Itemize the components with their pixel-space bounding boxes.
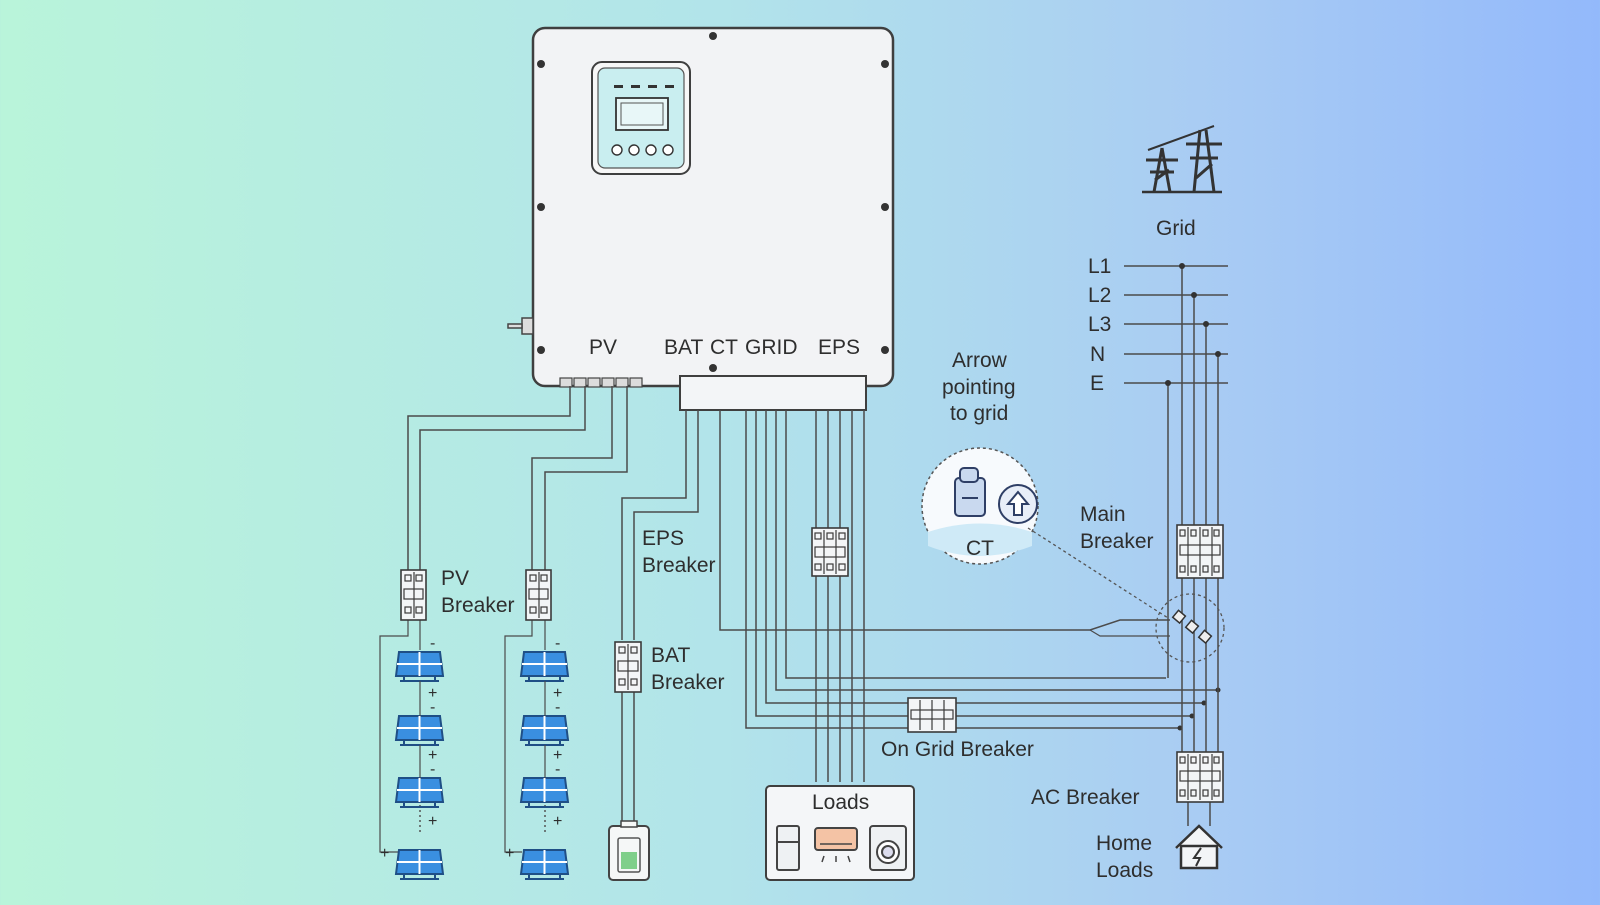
- grid-line-l1: L1: [1088, 255, 1111, 278]
- ac-breaker-label: AC Breaker: [1031, 786, 1140, 809]
- home-icon: [1175, 824, 1223, 870]
- plus-mark: +: [553, 813, 562, 830]
- plus-mark: +: [428, 685, 437, 702]
- pv-breaker-label-line1: PV: [441, 567, 469, 590]
- arrow-note-line1: Arrow: [952, 349, 1008, 372]
- solar-panel-icon: [395, 651, 444, 682]
- polarity-marks-string-2: - + - + - + +: [505, 635, 562, 862]
- washing-machine-icon: [869, 825, 907, 871]
- solar-panel-icon: [520, 849, 569, 880]
- power-tower-icon: [1142, 125, 1222, 194]
- arrow-note-line3: to grid: [950, 402, 1008, 425]
- on-grid-breaker: [907, 697, 957, 733]
- loads-box: [765, 785, 915, 881]
- main-breaker: [1176, 524, 1224, 579]
- bat-eps-wiring: [621, 410, 1170, 826]
- solar-panel-icon: [395, 715, 444, 746]
- home-loads-line1: Home: [1096, 832, 1152, 855]
- grid-label: Grid: [1156, 217, 1196, 240]
- bat-breaker: [614, 641, 642, 693]
- plus-mark: +: [380, 845, 389, 862]
- solar-panel-icon: [520, 651, 569, 682]
- grid-wiring: [745, 410, 1221, 782]
- on-grid-breaker-label: On Grid Breaker: [881, 738, 1034, 761]
- port-label-grid: GRID: [745, 336, 798, 359]
- grid-line-l3: L3: [1088, 313, 1111, 336]
- polarity-marks-string-1: - + - + - + +: [380, 635, 437, 862]
- air-conditioner-icon: [814, 827, 858, 863]
- arrow-up-icon: [998, 484, 1038, 524]
- solar-panel-icon: [520, 777, 569, 808]
- inverter-display: [591, 61, 691, 175]
- plus-mark: +: [428, 747, 437, 764]
- grid-line-e: E: [1090, 372, 1104, 395]
- solar-panel-icon: [520, 715, 569, 746]
- plus-mark: +: [428, 813, 437, 830]
- solar-panel-icon: [395, 849, 444, 880]
- pv-breaker-label-line2: Breaker: [441, 594, 515, 617]
- grid-line-l2: L2: [1088, 284, 1111, 307]
- loads-label: Loads: [812, 791, 869, 814]
- inverter: PV BAT CT GRID EPS: [507, 26, 895, 411]
- dc-switch-icon: [507, 317, 534, 335]
- minus-mark: -: [430, 761, 435, 778]
- pv-breaker-2: [525, 569, 552, 621]
- port-label-bat: BAT: [664, 336, 703, 359]
- fridge-icon: [776, 825, 800, 871]
- eps-breaker-label-line1: EPS: [642, 527, 684, 550]
- grid-bus: L1 L2 L3 N E: [1088, 255, 1228, 826]
- ct-clamp-detail: CT: [921, 447, 1225, 663]
- plus-mark: +: [553, 747, 562, 764]
- port-label-pv: PV: [589, 336, 617, 359]
- ct-clamp-icon: [954, 467, 986, 517]
- minus-mark: -: [430, 635, 435, 652]
- ct-label: CT: [966, 537, 994, 560]
- pv-wiring: [379, 386, 628, 853]
- main-breaker-label-line2: Breaker: [1080, 530, 1154, 553]
- pv-string-1: [395, 651, 444, 880]
- bat-breaker-label-line2: Breaker: [651, 671, 725, 694]
- grid-line-n: N: [1090, 343, 1105, 366]
- port-label-ct: CT: [710, 336, 738, 359]
- pv-breaker-1: [400, 569, 427, 621]
- battery-icon: [608, 820, 650, 881]
- home-loads-line2: Loads: [1096, 859, 1153, 882]
- plus-mark: +: [505, 845, 514, 862]
- minus-mark: -: [555, 761, 560, 778]
- ac-breaker: [1176, 751, 1224, 803]
- eps-load-breaker: [811, 527, 849, 577]
- main-breaker-label-line1: Main: [1080, 503, 1126, 526]
- eps-breaker-label-line2: Breaker: [642, 554, 716, 577]
- minus-mark: -: [430, 699, 435, 716]
- solar-panel-icon: [395, 777, 444, 808]
- pv-connectors: [559, 377, 643, 388]
- minus-mark: -: [555, 699, 560, 716]
- arrow-note-line2: pointing: [942, 376, 1016, 399]
- port-label-eps: EPS: [818, 336, 860, 359]
- plus-mark: +: [553, 685, 562, 702]
- pv-string-2: [520, 651, 569, 880]
- bat-breaker-label-line1: BAT: [651, 644, 690, 667]
- minus-mark: -: [555, 635, 560, 652]
